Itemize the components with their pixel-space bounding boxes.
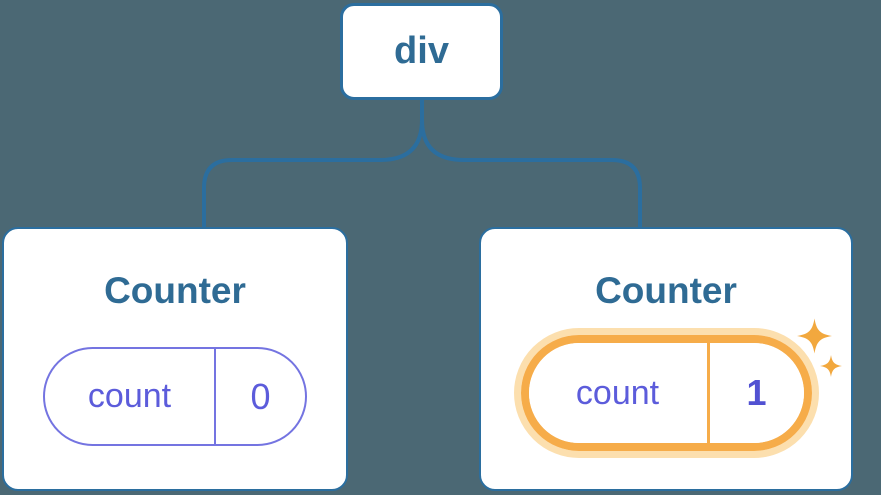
root-node-div: div [340,3,503,100]
state-key-label: count [87,377,172,415]
counter-card-right: Counter count 1 [479,227,853,491]
root-node-label: div [394,30,449,72]
state-pill: count 0 [43,347,307,446]
state-pill-value-section: 0 [214,349,305,444]
state-value-label: 0 [250,375,271,417]
state-pill-highlight-halo: count 1 [513,328,819,458]
state-pill-highlight-ring: count 1 [520,335,812,451]
state-key-label: count [575,373,660,412]
component-title: Counter [104,270,246,311]
sparkle-icon [820,355,842,377]
connector-left-branch [202,100,424,228]
state-pill: count 1 [528,343,804,443]
sparkle-icon [797,318,832,354]
state-pill-key-section: count [45,349,214,444]
component-title: Counter [595,270,737,311]
connector-right-branch [420,100,642,228]
state-pill-value-section: 1 [706,343,804,443]
state-value-label: 1 [746,372,767,413]
state-pill-key-section: count [529,343,707,443]
counter-card-left: Counter count 0 [2,227,348,491]
